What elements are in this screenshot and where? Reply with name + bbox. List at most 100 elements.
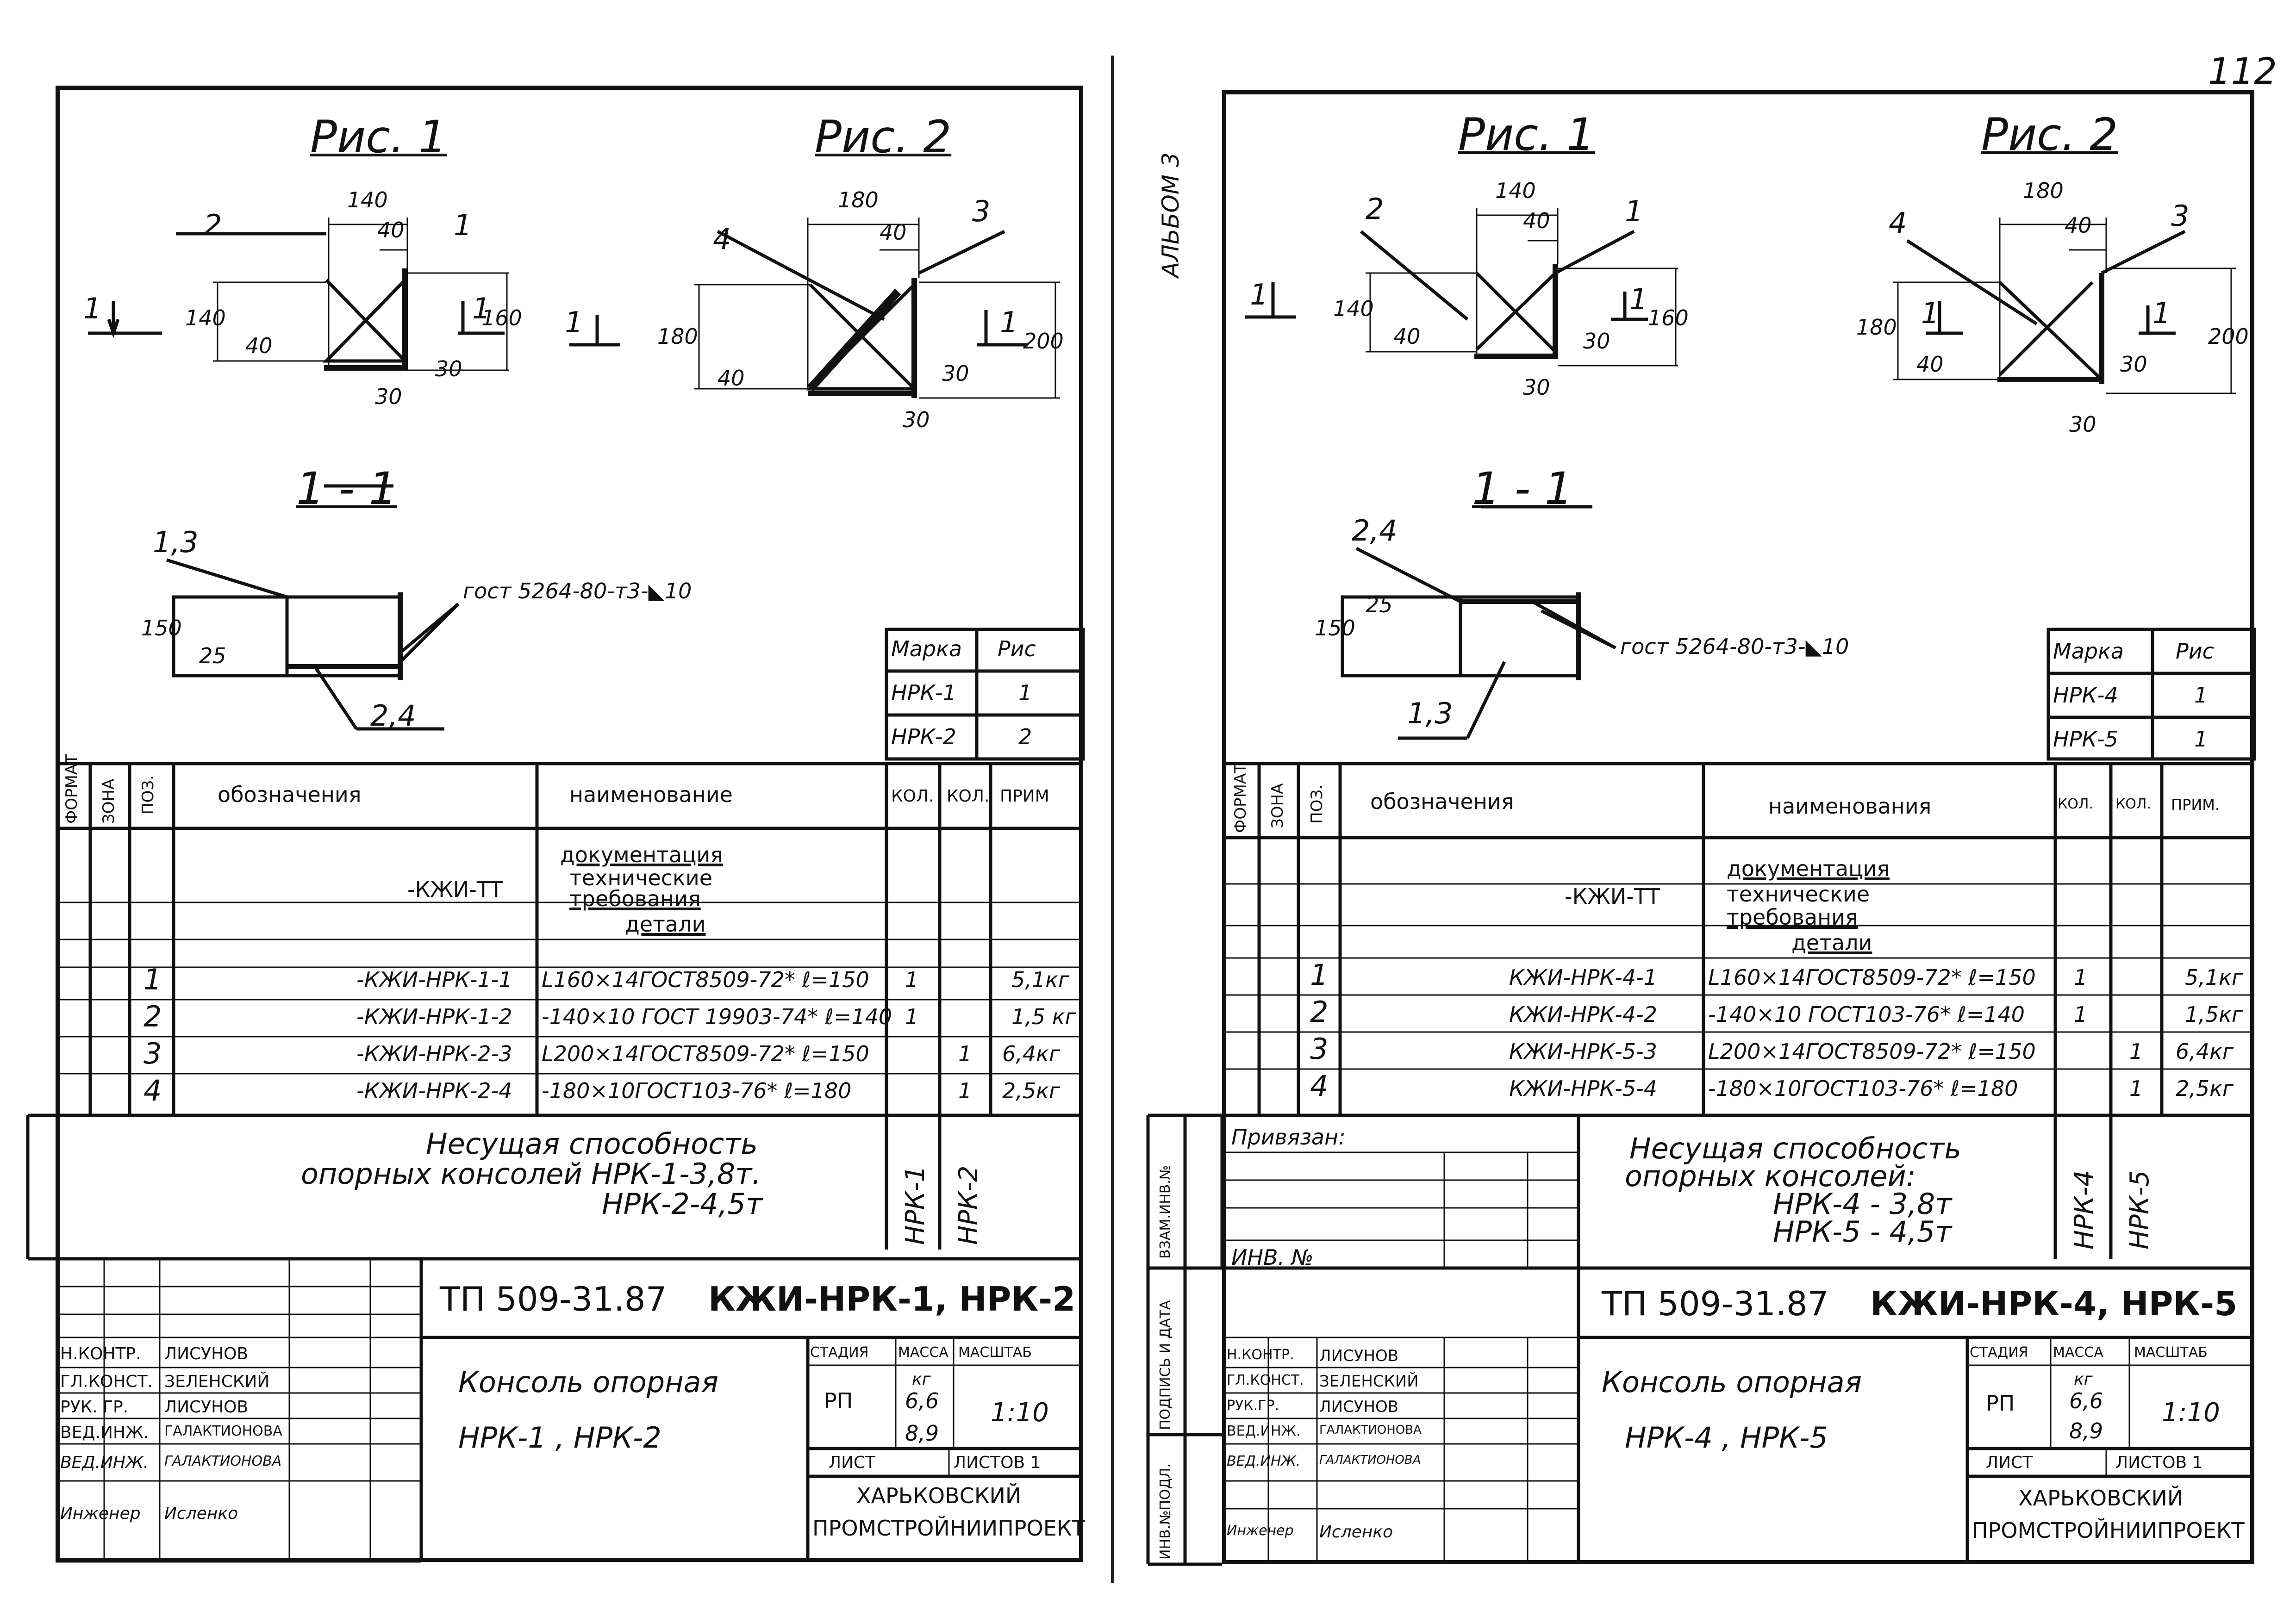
spec-row3-pos: 3 — [144, 1037, 162, 1070]
fig1-dim-30a: 30 — [435, 356, 462, 381]
mass-value-2-r: 8,9 — [2069, 1418, 2103, 1443]
spec-row2-designation-r: КЖИ-НРК-4-2 — [1509, 1002, 1657, 1027]
spec-row2-note-r: 1,5кг — [2185, 1002, 2243, 1027]
role-5-r: ВЕД.ИНЖ. — [1227, 1453, 1301, 1469]
spec-row2-pos: 2 — [144, 1000, 162, 1033]
spec-row2-q1: 1 — [905, 1004, 919, 1029]
role-6-name-r: Исленко — [1319, 1523, 1393, 1542]
fig1-dim-30b: 30 — [375, 384, 402, 409]
spec-section-tech-r: технические — [1727, 882, 1870, 907]
spec-row3-name: L200×14ГОСТ8509-72* ℓ=150 — [542, 1041, 869, 1066]
role-4: ВЕД.ИНЖ. — [60, 1423, 149, 1442]
spec-section-req-r: требования — [1727, 905, 1858, 930]
fig2-dim-30a: 30 — [942, 361, 969, 386]
role-3-r: РУК.ГР. — [1227, 1398, 1279, 1414]
spec-row1-note-r: 5,1кг — [2185, 965, 2243, 990]
fig1-title: Рис. 1 — [310, 111, 447, 163]
spec-header-qty1-r: КОЛ. — [2058, 796, 2094, 812]
role-4-name: ГАЛАКТИОНОВА — [164, 1423, 282, 1439]
role-4-r: ВЕД.ИНЖ. — [1227, 1423, 1301, 1439]
spec-row3-note-r: 6,4кг — [2176, 1039, 2234, 1064]
fig2-section-mark-right-r: 1 — [2152, 296, 2171, 330]
mass-label-r: МАССА — [2053, 1344, 2103, 1361]
spec-row3-designation-r: КЖИ-НРК-5-3 — [1509, 1039, 1657, 1064]
scale-label-r: МАСШТАБ — [2134, 1344, 2208, 1361]
section-title: 1 - 1 — [296, 463, 397, 515]
spec-header-qty2: КОЛ. — [947, 787, 990, 806]
center-divider — [1111, 56, 1114, 1583]
spec-header-note: ПРИМ — [1000, 787, 1049, 806]
spec-section-parts: детали — [625, 912, 706, 937]
fig1-dim-30b-r: 30 — [1523, 375, 1550, 400]
sheet-left — [56, 86, 1083, 1562]
role-3-name: ЛИСУНОВ — [164, 1398, 249, 1417]
spec-row3-note: 6,4кг — [1002, 1041, 1061, 1066]
section-label-top: 1,3 — [153, 525, 199, 559]
marks-row1-fig: 1 — [1018, 680, 1032, 705]
marks-row2-mark: НРК-2 — [891, 724, 956, 749]
spec-row3-designation: -КЖИ-НРК-2-3 — [356, 1041, 512, 1066]
capacity-line1-r: Несущая способность — [1629, 1132, 1961, 1165]
doc-code-r: ТП 509-31.87 — [1602, 1284, 1829, 1323]
spec-row3-q2-r: 1 — [2129, 1039, 2143, 1064]
spec-row1-q1: 1 — [905, 967, 919, 992]
stage-value-r: РП — [1986, 1391, 2015, 1416]
spec-row2-note: 1,5 кг — [1011, 1004, 1076, 1029]
role-6: Инженер — [60, 1504, 141, 1523]
section-dim-25-r: 25 — [1366, 592, 1393, 617]
side-label-1: ВЗАМ.ИНВ.№ — [1157, 1165, 1173, 1259]
spec-header-name: наименование — [569, 782, 733, 807]
role-5: ВЕД.ИНЖ. — [60, 1453, 149, 1472]
marks-row1-mark-r: НРК-4 — [2053, 683, 2118, 708]
spec-header-name-r: наименования — [1768, 794, 1932, 819]
fig2-section-mark-left-r: 1 — [1921, 296, 1940, 330]
spec-header-pos-r: ПОЗ. — [1308, 784, 1326, 824]
capacity-line3: НРК-2-4,5т — [602, 1187, 762, 1221]
fig2-callout-4-r: 4 — [1889, 206, 1907, 240]
spec-row1-pos: 1 — [144, 963, 162, 996]
spec-section-doc-r: документация — [1727, 856, 1890, 881]
mass-value-2: 8,9 — [905, 1421, 939, 1446]
fig1-dim-40: 40 — [245, 333, 273, 358]
role-2-r: ГЛ.КОНСТ. — [1227, 1372, 1304, 1388]
stage-label: СТАДИЯ — [810, 1344, 869, 1361]
spec-row4-q2: 1 — [958, 1078, 972, 1103]
role-6-r: Инженер — [1227, 1523, 1294, 1539]
spec-row1-designation-r: КЖИ-НРК-4-1 — [1509, 965, 1657, 990]
fig1-callout-1: 1 — [454, 208, 472, 242]
spec-section-doc-code-r: -КЖИ-ТТ — [1565, 884, 1660, 909]
role-2-name-r: ЗЕЛЕНСКИЙ — [1319, 1372, 1419, 1391]
fig1-dim-width-r: 140 — [1495, 178, 1536, 203]
drawing-name-line2-r: НРК-4 , НРК-5 — [1625, 1421, 1828, 1455]
fig1-dim-inner: 40 — [377, 218, 405, 243]
spec-header-designation-r: обозначения — [1370, 789, 1514, 814]
section-dim-25: 25 — [199, 643, 226, 668]
spec-header-designation: обозначения — [218, 782, 362, 807]
section-title-r: 1 - 1 — [1472, 463, 1573, 515]
binding-label: Привязан: — [1231, 1125, 1346, 1150]
spec-row4-q2-r: 1 — [2129, 1076, 2143, 1101]
fig2-callout-4: 4 — [713, 222, 731, 256]
org-line2-r: ПРОМСТРОЙНИИПРОЕКТ — [1972, 1518, 2245, 1543]
mass-label: МАССА — [898, 1344, 948, 1361]
fig1-dim-30a-r: 30 — [1583, 329, 1610, 354]
spec-header-zone-r: ЗОНА — [1268, 783, 1287, 828]
fig1-section-mark-right: 1 — [472, 292, 491, 325]
mass-value-1-r: 6,6 — [2069, 1388, 2103, 1413]
weld-note-r: гост 5264-80-т3-◣10 — [1620, 634, 1849, 659]
spec-section-doc: документация — [560, 842, 723, 867]
sheet-label-r: ЛИСТ — [1986, 1453, 2033, 1472]
fig1-callout-2: 2 — [204, 208, 222, 242]
spec-row2-pos-r: 2 — [1310, 995, 1329, 1029]
fig2-dim-30b-r: 30 — [2069, 412, 2096, 437]
spec-row3-name-r: L200×14ГОСТ8509-72* ℓ=150 — [1708, 1039, 2036, 1064]
page-number: 112 — [2208, 51, 2277, 93]
mass-value-1: 6,6 — [905, 1388, 939, 1413]
spec-header-note-r: ПРИМ. — [2171, 796, 2220, 814]
fig1-dim-height-right-r: 160 — [1648, 305, 1689, 330]
mass-unit: кг — [912, 1370, 931, 1389]
spec-header-format-r: ФОРМАТ — [1231, 764, 1250, 833]
spec-section-doc-code: -КЖИ-ТТ — [407, 877, 503, 902]
fig2-section-mark-right: 1 — [1000, 305, 1018, 339]
